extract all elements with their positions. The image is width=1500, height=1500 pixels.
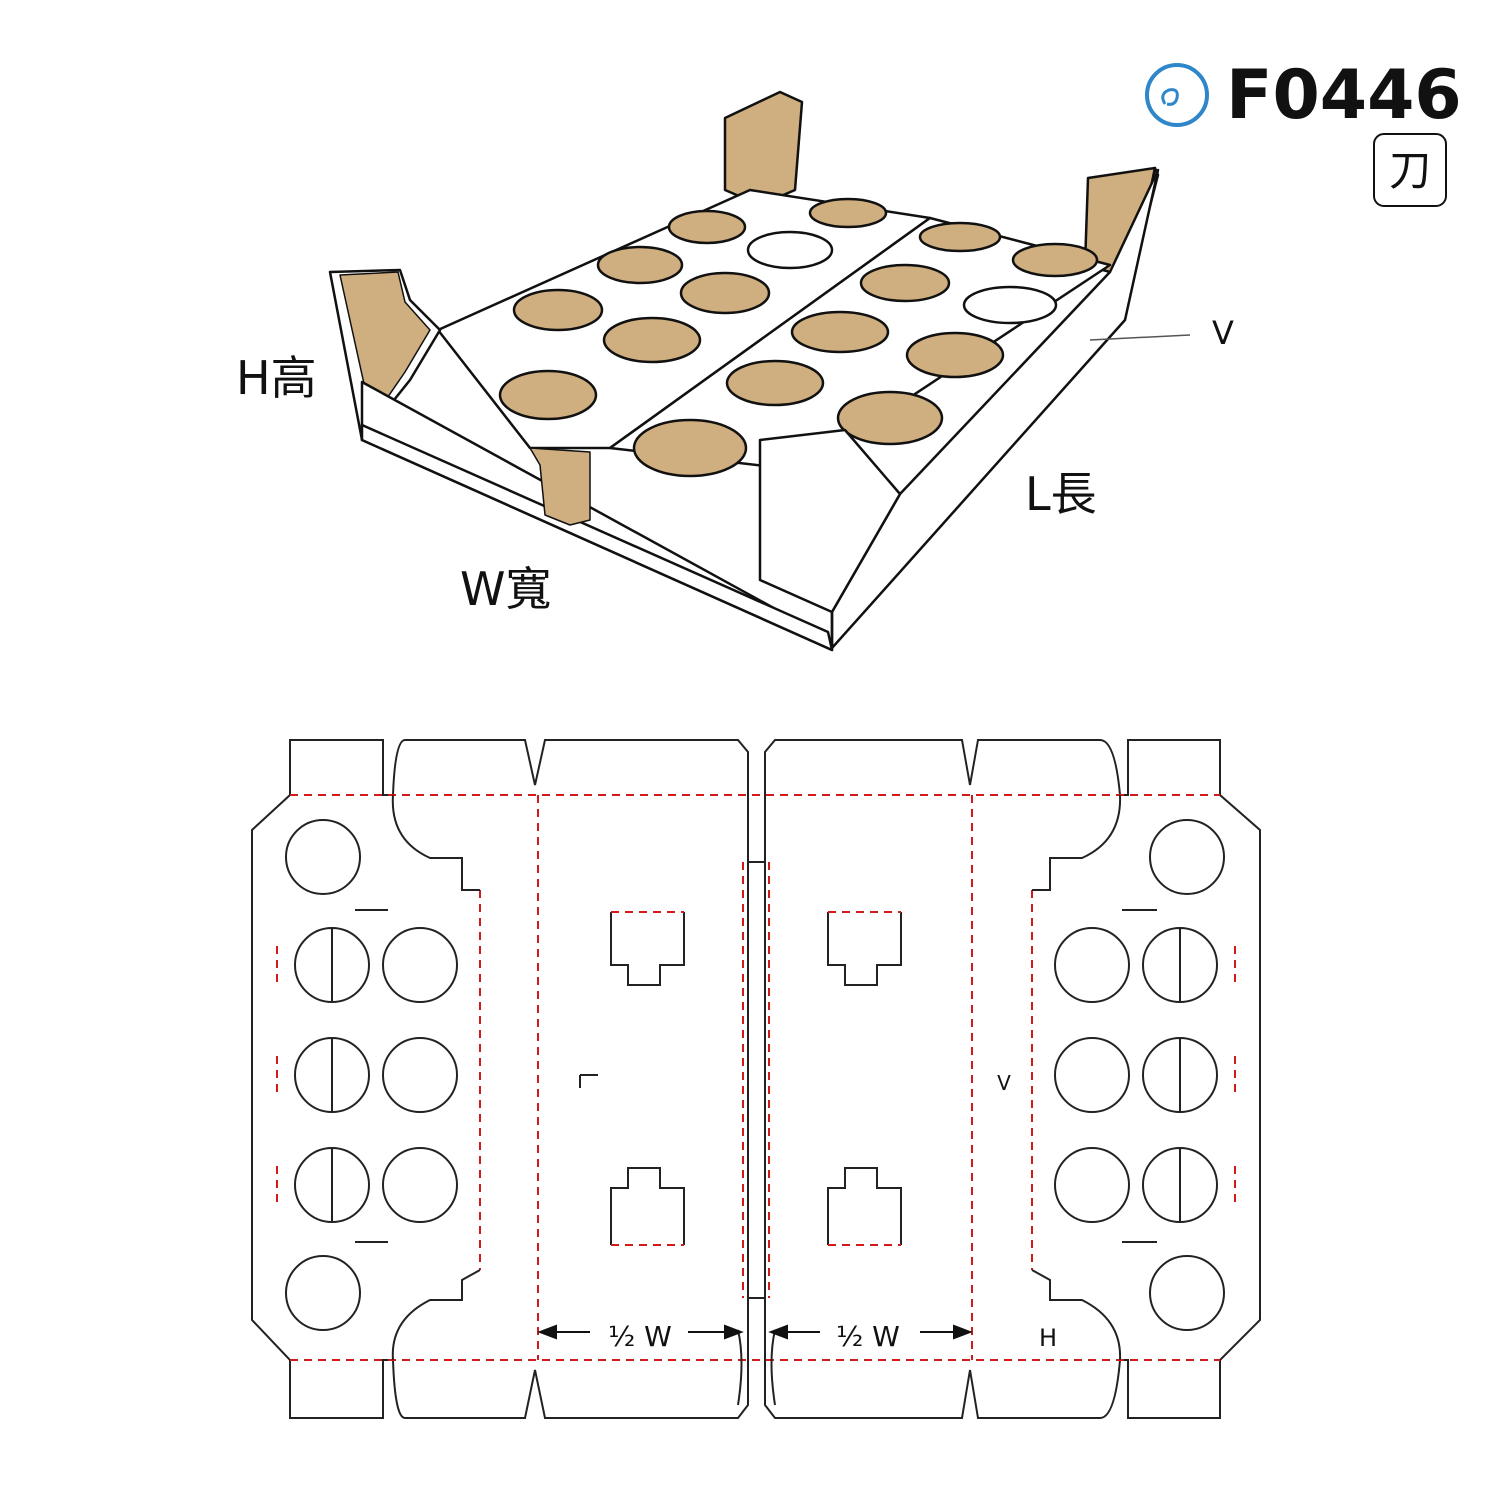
half-w-right-label: ½ W <box>836 1320 900 1353</box>
width-label: W寬 <box>460 562 551 616</box>
fold-lines <box>276 794 1236 1361</box>
panel-tabs <box>610 912 902 1245</box>
product-code: F0446 <box>1226 56 1462 135</box>
hole <box>1054 1147 1130 1223</box>
hole <box>836 390 944 446</box>
hole <box>725 359 825 407</box>
dieline-v-label: V <box>997 1071 1011 1095</box>
dieline-h-label: H <box>1039 1324 1057 1352</box>
dieline-outline <box>251 739 1261 1419</box>
hole <box>1149 1255 1225 1331</box>
logo-icon <box>1145 63 1209 127</box>
length-label: L長 <box>1025 467 1097 521</box>
hole <box>596 245 684 285</box>
hole <box>632 418 748 478</box>
dimension-arrows <box>537 1324 973 1340</box>
hole <box>746 230 834 270</box>
left-holes <box>285 819 458 1331</box>
right-holes <box>1054 819 1225 1331</box>
hole <box>918 221 1002 253</box>
l-mark <box>579 1074 598 1088</box>
center-cut-lines <box>737 862 776 1406</box>
hole <box>1149 819 1225 895</box>
hole <box>808 197 888 229</box>
panel-tab-folds <box>611 911 901 1246</box>
product-3d-view <box>328 90 1160 652</box>
inner-right-wall <box>758 428 902 614</box>
hole <box>602 316 702 364</box>
left-inner-cut <box>391 794 481 1361</box>
hole <box>1054 1037 1130 1113</box>
hole <box>1054 927 1130 1003</box>
hole <box>512 288 604 332</box>
height-label: H高 <box>236 351 317 405</box>
hole <box>667 209 747 245</box>
hole <box>905 331 1005 379</box>
badge-label: 刀 <box>1389 146 1431 195</box>
hole <box>285 1255 361 1331</box>
dieline <box>251 739 1261 1419</box>
v-label-3d: V <box>1212 314 1234 352</box>
center-notch <box>529 447 591 526</box>
hole <box>285 819 361 895</box>
badge: 刀 <box>1373 133 1447 207</box>
right-inner-cut <box>1031 794 1122 1361</box>
hole <box>859 263 951 303</box>
half-w-left-label: ½ W <box>608 1320 672 1353</box>
hole <box>382 927 458 1003</box>
center-divider <box>723 90 804 207</box>
hole <box>790 310 890 354</box>
hole <box>962 285 1058 325</box>
hole <box>1011 242 1099 278</box>
v-leader-line <box>1089 334 1191 341</box>
hole <box>679 271 771 315</box>
hole <box>382 1037 458 1113</box>
hole <box>498 369 598 421</box>
hole <box>382 1147 458 1223</box>
insert-holes <box>498 197 1099 478</box>
